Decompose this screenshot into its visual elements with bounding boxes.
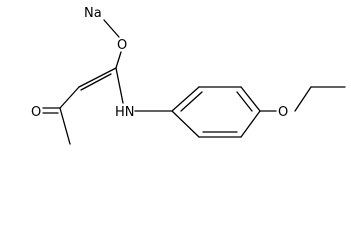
bond-layer: [42, 19, 346, 145]
ring-bond-4: [240, 110, 261, 138]
bond-c1-c2-inner: [80, 73, 112, 91]
atom-label-ether-oxygen: O: [278, 105, 288, 120]
bond-c3-ch3: [59, 107, 71, 145]
atom-label-ketone-oxygen: O: [31, 105, 41, 120]
chemical-structure: Na O O HN O: [31, 6, 346, 145]
atom-label-amine: HN: [115, 105, 135, 120]
ring-inner-bond-2: [236, 91, 253, 112]
bond-na-o: [103, 19, 120, 38]
bond-c1-c2: [78, 67, 117, 88]
bond-c1-n: [115, 67, 124, 104]
atom-label-layer: Na O O HN O: [31, 6, 288, 120]
bond-o-ch2: [294, 86, 312, 112]
ring-bond-3: [240, 86, 261, 112]
ring-bond-6: [171, 110, 200, 138]
atom-label-sodium: Na: [84, 6, 102, 21]
atom-label-enolate-oxygen: O: [117, 38, 127, 53]
bond-o-c1: [115, 51, 122, 69]
ring-inner-bond-1: [180, 91, 203, 112]
ring-bond-1: [171, 86, 200, 112]
bond-c2-c3: [59, 86, 80, 109]
